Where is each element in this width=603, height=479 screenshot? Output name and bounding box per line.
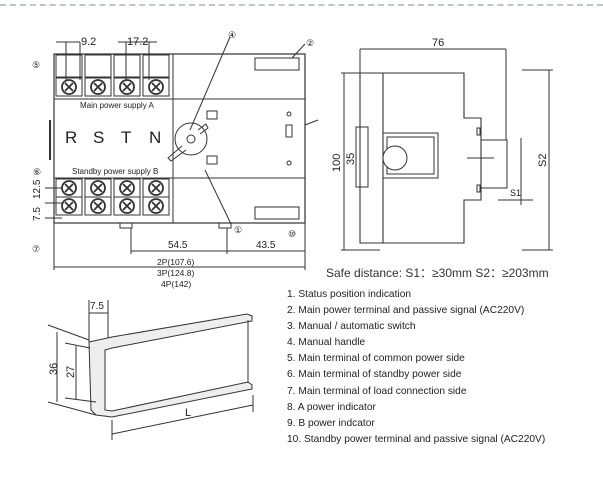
dim-43-5: 43.5 xyxy=(256,240,276,251)
top-terminals xyxy=(55,54,170,216)
terminal-screw-icon xyxy=(113,178,141,198)
callout-7: ⑦ xyxy=(32,244,40,254)
component-legend: 1. Status position indication 2. Main po… xyxy=(287,287,545,448)
callout-6: ⑥ xyxy=(33,167,41,177)
terminal-screw-icon xyxy=(55,77,83,97)
terminal-screw-icon xyxy=(84,196,112,216)
dim-76: 76 xyxy=(432,37,444,49)
legend-item: 8. A power indicator xyxy=(287,401,376,413)
dim-9-2: 9.2 xyxy=(81,36,96,48)
terminal-screw-icon xyxy=(142,77,170,97)
terminal-cover xyxy=(113,54,141,78)
dashed-top-border xyxy=(0,4,603,6)
terminal-screw-icon xyxy=(84,77,112,97)
callout-2: ② xyxy=(306,38,314,48)
terminal-screw-icon xyxy=(55,196,83,216)
terminal-screw-icon xyxy=(142,196,170,216)
dim-s2: S2 xyxy=(537,154,549,167)
terminal-screw-icon xyxy=(113,196,141,216)
width-3p: 3P(124.8) xyxy=(157,268,194,278)
auto-manual-switch xyxy=(285,124,293,138)
dim-l: L xyxy=(185,407,191,419)
dim-100: 100 xyxy=(331,154,343,172)
dim-s1: S1 xyxy=(510,188,521,198)
main-supply-label: Main power supply A xyxy=(80,101,154,110)
dim-27: 27 xyxy=(65,366,77,378)
standby-supply-label: Standby power supply B xyxy=(72,167,158,176)
a-power-lamp xyxy=(286,111,292,117)
legend-item: 6. Main terminal of standby power side xyxy=(287,369,462,381)
dim-35: 35 xyxy=(345,153,357,165)
dim-36: 36 xyxy=(48,363,60,375)
width-2p: 2P(107.6) xyxy=(157,257,194,267)
terminal-cover xyxy=(55,54,83,78)
dim-54-5: 54.5 xyxy=(168,240,188,251)
status-window-b xyxy=(206,155,218,165)
side-view: 76 100 35 S1 S2 xyxy=(331,37,553,251)
legend-item: 2. Main power terminal and passive signa… xyxy=(287,305,525,317)
dim-rail-7-5: 7.5 xyxy=(90,301,104,312)
callout-10: ⑩ xyxy=(288,229,296,239)
terminal-block-standby xyxy=(254,206,300,220)
device-body xyxy=(53,53,306,224)
terminal-block-main xyxy=(254,57,300,71)
dim-12-5: 12.5 xyxy=(32,179,43,199)
legend-item: 10. Standby power terminal and passive s… xyxy=(287,433,546,445)
b-power-lamp xyxy=(286,160,292,166)
phase-s: S xyxy=(93,128,104,147)
legend-item: 3. Manual / automatic switch xyxy=(287,321,416,333)
status-window-a xyxy=(206,110,218,120)
terminal-cover xyxy=(142,54,170,78)
legend-item: 7. Main terminal of load connection side xyxy=(287,385,467,397)
din-rail-drawing: 7.5 36 27 L xyxy=(47,300,254,440)
phase-r: R xyxy=(65,128,77,147)
legend-item: 9. B power indcator xyxy=(287,417,375,429)
legend-item: 4. Manual handle xyxy=(287,337,366,349)
terminal-cover xyxy=(84,54,112,78)
terminal-screw-icon xyxy=(113,77,141,97)
manual-handle-icon xyxy=(167,122,209,162)
phase-n: N xyxy=(149,128,161,147)
legend-item: 5. Main terminal of common power side xyxy=(287,353,465,365)
terminal-screw-icon xyxy=(142,178,170,198)
callout-1: ① xyxy=(234,225,242,235)
phase-t: T xyxy=(121,128,131,147)
legend-item: 1. Status position indication xyxy=(287,289,412,300)
callout-5: ⑤ xyxy=(32,60,40,70)
front-view: 9.2 17.2 Main power supply A Standby pow… xyxy=(32,30,319,289)
dim-17-2: 17.2 xyxy=(127,36,148,48)
terminal-screw-icon xyxy=(84,178,112,198)
dim-7-5: 7.5 xyxy=(32,207,43,221)
callout-4: ④ xyxy=(228,30,236,40)
width-4p: 4P(142) xyxy=(161,279,191,289)
safe-distance-note: Safe distance: S1：≥30mm S2：≥203mm xyxy=(326,266,549,280)
